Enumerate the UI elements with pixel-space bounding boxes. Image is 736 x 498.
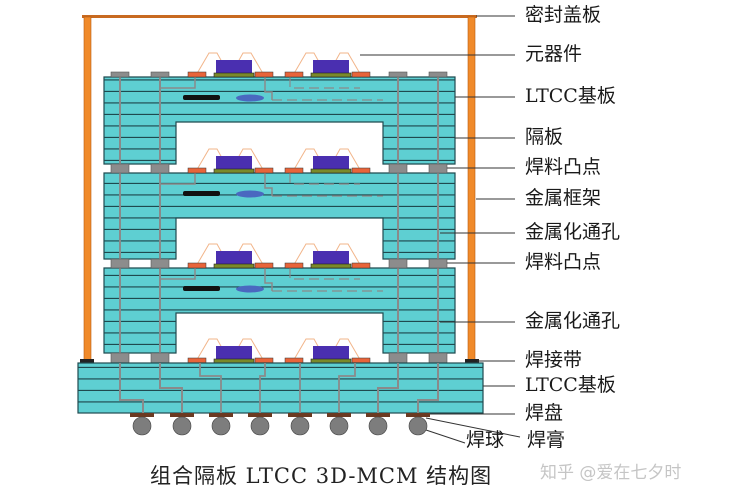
label-solder-ball: 焊球: [466, 429, 505, 451]
figure-caption: 组合隔板 LTCC 3D-MCM 结构图: [150, 464, 493, 488]
label-pad: 焊盘: [525, 402, 564, 424]
label-solder-bump-1: 焊料凸点: [525, 156, 602, 178]
label-metallized-via-2: 金属化通孔: [525, 310, 621, 332]
solder-bumps: [110, 71, 448, 364]
label-metallized-via-1: 金属化通孔: [525, 221, 621, 243]
tier-3: [103, 267, 456, 354]
label-sealing-lid: 密封盖板: [525, 4, 602, 26]
base-ltcc-substrate: [77, 362, 484, 414]
label-components: 元器件: [525, 43, 583, 65]
label-solder-bump-2: 焊料凸点: [525, 251, 602, 273]
watermark: 知乎 @爱在七夕时: [540, 463, 682, 483]
tier-1: [103, 76, 456, 165]
metal-frame: [80, 15, 479, 363]
solder-balls: [130, 413, 430, 436]
label-ltcc-substrate-top: LTCC基板: [525, 85, 616, 107]
leader-lines: [360, 15, 521, 444]
label-solder-paste: 焊膏: [527, 429, 566, 451]
label-metal-frame: 金属框架: [525, 187, 602, 209]
tier-2: [103, 172, 456, 260]
label-solder-strip: 焊接带: [525, 349, 583, 371]
label-spacer: 隔板: [525, 126, 564, 148]
label-ltcc-substrate-base: LTCC基板: [525, 374, 616, 396]
